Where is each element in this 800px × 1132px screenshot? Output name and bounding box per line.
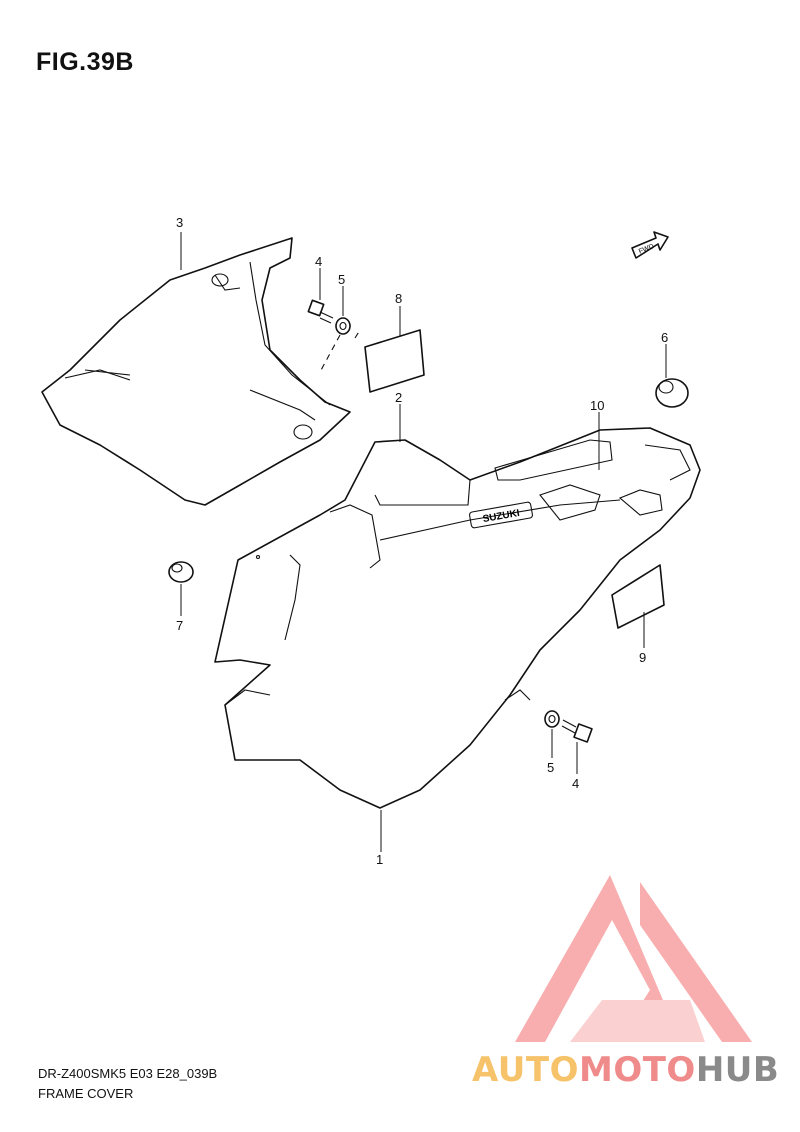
part-1-frame-cover[interactable]	[214, 427, 701, 809]
part-7-grommet[interactable]	[168, 561, 194, 583]
callout-4-lower: 4	[572, 776, 579, 791]
callout-10: 10	[590, 398, 604, 413]
figure-title: FIG.39B	[36, 48, 134, 76]
brand-auto: AUTO	[472, 1050, 579, 1090]
caption-model-code: DR-Z400SMK5 E03 E28_039B	[38, 1066, 218, 1081]
part-6-grommet[interactable]	[655, 378, 689, 408]
watermark-brand: AUTOMOTOHUB	[472, 1050, 779, 1090]
part-5-washer-lower[interactable]	[544, 710, 560, 728]
watermark-logo-icon	[515, 875, 752, 1042]
part-8-pad[interactable]	[364, 329, 425, 393]
callout-5-lower: 5	[547, 760, 554, 775]
suzuki-emblem: SUZUKI	[469, 501, 533, 529]
callout-4-upper: 4	[315, 254, 322, 269]
callout-3: 3	[176, 215, 183, 230]
callout-5-upper: 5	[338, 272, 345, 287]
part-9-pad[interactable]	[611, 564, 665, 629]
callout-7: 7	[176, 618, 183, 633]
caption-section-name: FRAME COVER	[38, 1086, 134, 1101]
callout-1: 1	[376, 852, 383, 867]
part-3-side-cover[interactable]	[41, 237, 351, 506]
part-4-bolt-lower[interactable]	[561, 719, 593, 743]
part-5-washer-upper[interactable]	[335, 317, 351, 335]
brand-hub: HUB	[695, 1050, 780, 1090]
callout-8: 8	[395, 291, 402, 306]
callout-6: 6	[661, 330, 668, 345]
brand-moto: MOTO	[578, 1050, 696, 1090]
callout-2: 2	[395, 390, 402, 405]
fwd-arrow-icon: FWD	[631, 231, 669, 259]
part-4-bolt-upper[interactable]	[307, 299, 334, 324]
callout-9: 9	[639, 650, 646, 665]
